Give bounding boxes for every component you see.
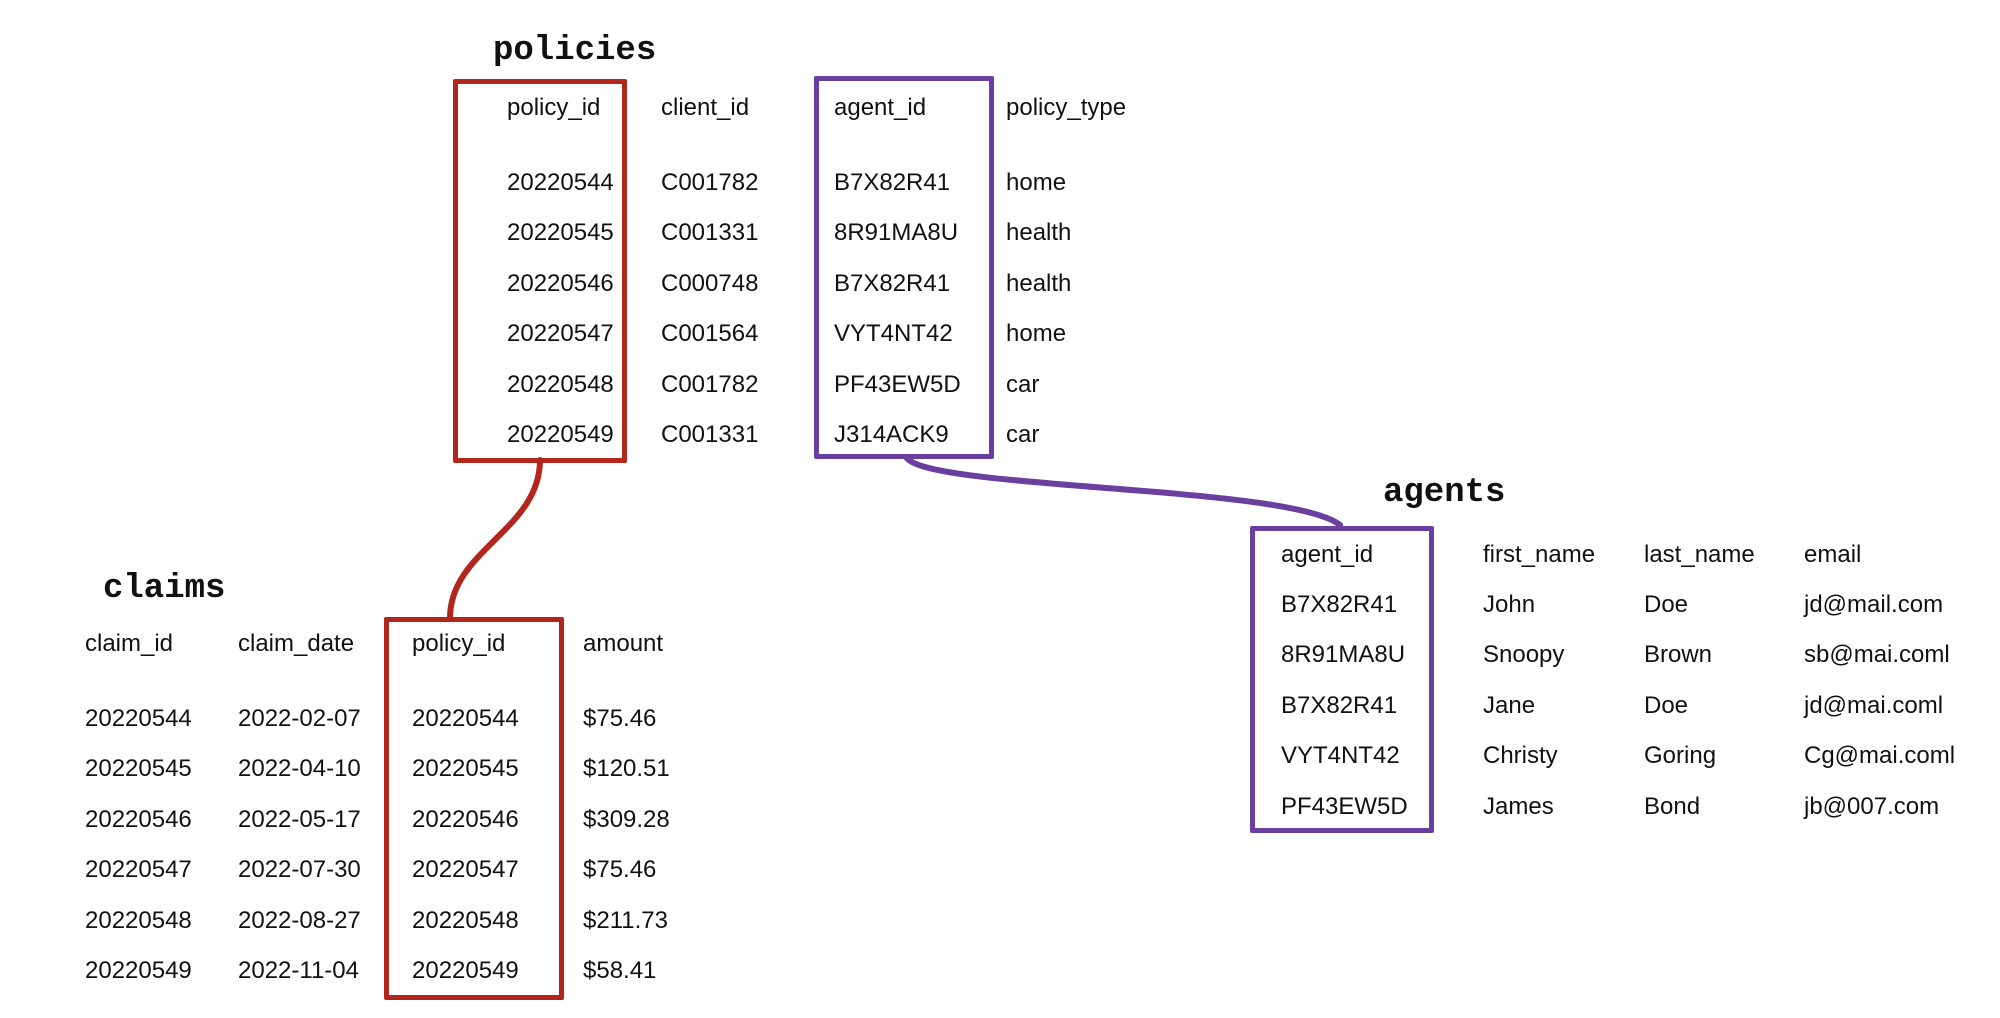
agents-cell-agent-id: 8R91MA8U [1281,641,1406,669]
agents-cell-last-name: Goring [1644,742,1717,770]
agents-cell-email: Cg@mai.coml [1804,742,1956,770]
policies-cell-policy-id: 20220546 [507,269,614,297]
agents-header-email: email [1804,541,1862,568]
claims-cell-claim-date: 2022-11-04 [238,957,359,984]
agents-cell-email: jb@007.com [1804,792,1940,820]
claims-cell-policy-id: 20220549 [412,957,519,984]
policies-cell-client-id: C001782 [661,169,759,196]
policies-header-policy-type: policy_type [1006,94,1127,121]
policies-cell-policy-type: car [1006,421,1040,448]
agents-cell-first-name: Snoopy [1483,641,1565,669]
policies-cell-policy-type: home [1006,320,1067,348]
claims-header-policy-id: policy_id [412,630,506,657]
agents-cell-agent-id: B7X82R41 [1281,691,1398,719]
agents-header-first-name: first_name [1483,541,1596,568]
claims-cell-claim-date: 2022-08-27 [238,906,361,934]
agents-cell-agent-id: B7X82R41 [1281,591,1398,618]
agents-cell-agent-id: VYT4NT42 [1281,742,1400,770]
policies-cell-agent-id: VYT4NT42 [834,320,953,348]
agents-cell-first-name: Christy [1483,742,1558,770]
claims-cell-policy-id: 20220544 [412,705,519,732]
claims-cell-policy-id: 20220548 [412,906,519,934]
policies-agents-connector [903,454,1343,528]
claims-header-amount: amount [583,630,664,657]
claims-header-claim-id: claim_id [85,630,174,657]
claims-cell-claim-date: 2022-04-10 [238,755,361,783]
claims-cell-claim-id: 20220549 [85,957,192,984]
claims-cell-amount: $120.51 [583,755,670,783]
agents-cell-last-name: Brown [1644,641,1713,669]
policies-cell-policy-type: home [1006,169,1067,196]
claims-cell-amount: $75.46 [583,856,657,884]
policies-cell-client-id: C001331 [661,219,759,247]
policies-agent-id-key-highlight [814,76,994,459]
agents-cell-first-name: Jane [1483,691,1536,719]
claims-cell-claim-id: 20220546 [85,805,192,833]
agents-cell-first-name: John [1483,591,1536,618]
policies-table-title: policies [493,32,657,70]
policies-cell-agent-id: J314ACK9 [834,421,949,448]
claims-cell-claim-id: 20220547 [85,856,192,884]
policies-cell-policy-id: 20220544 [507,169,614,196]
agents-cell-last-name: Doe [1644,591,1689,618]
policies-cell-agent-id: 8R91MA8U [834,219,959,247]
agents-cell-last-name: Doe [1644,691,1689,719]
policies-cell-client-id: C001782 [661,370,759,398]
claims-cell-claim-id: 20220548 [85,906,192,934]
policies-cell-client-id: C000748 [661,269,759,297]
claims-cell-amount: $75.46 [583,705,657,732]
agents-cell-agent-id: PF43EW5D [1281,792,1408,820]
policies-header-client-id: client_id [661,94,750,121]
agents-table-title: agents [1383,474,1506,512]
agents-cell-email: jd@mail.com [1804,591,1944,618]
claims-cell-policy-id: 20220546 [412,805,519,833]
policies-cell-policy-type: health [1006,219,1072,247]
policies-cell-policy-id: 20220547 [507,320,614,348]
agents-header-last-name: last_name [1644,541,1755,568]
claims-cell-claim-id: 20220544 [85,705,192,732]
agents-cell-first-name: James [1483,792,1554,820]
agents-header-agent-id: agent_id [1281,541,1374,568]
claims-table-title: claims [103,570,226,608]
claims-policy-id-key-highlight [384,617,564,1000]
agents-cell-email: sb@mai.coml [1804,641,1950,669]
policies-cell-client-id: C001564 [661,320,759,348]
claims-cell-claim-date: 2022-07-30 [238,856,361,884]
claims-cell-amount: $58.41 [583,957,657,984]
policies-header-policy-id: policy_id [507,94,601,121]
policies-cell-client-id: C001331 [661,421,759,448]
policies-cell-agent-id: PF43EW5D [834,370,961,398]
claims-cell-claim-date: 2022-02-07 [238,705,361,732]
claims-cell-amount: $309.28 [583,805,670,833]
policies-cell-agent-id: B7X82R41 [834,169,951,196]
agents-agent-id-key-highlight [1250,526,1434,833]
policies-claims-connector [447,457,543,621]
policies-cell-agent-id: B7X82R41 [834,269,951,297]
policies-header-agent-id: agent_id [834,94,927,121]
agents-cell-last-name: Bond [1644,792,1701,820]
claims-cell-policy-id: 20220545 [412,755,519,783]
claims-cell-policy-id: 20220547 [412,856,519,884]
policies-cell-policy-id: 20220545 [507,219,614,247]
policies-cell-policy-id: 20220548 [507,370,614,398]
claims-cell-amount: $211.73 [583,906,668,934]
policies-policy-id-key-highlight [453,79,627,463]
policies-cell-policy-type: car [1006,370,1040,398]
policies-cell-policy-type: health [1006,269,1072,297]
claims-cell-claim-id: 20220545 [85,755,192,783]
policies-cell-policy-id: 20220549 [507,421,614,448]
claims-cell-claim-date: 2022-05-17 [238,805,361,833]
agents-cell-email: jd@mai.coml [1804,691,1944,719]
claims-header-claim-date: claim_date [238,630,355,657]
